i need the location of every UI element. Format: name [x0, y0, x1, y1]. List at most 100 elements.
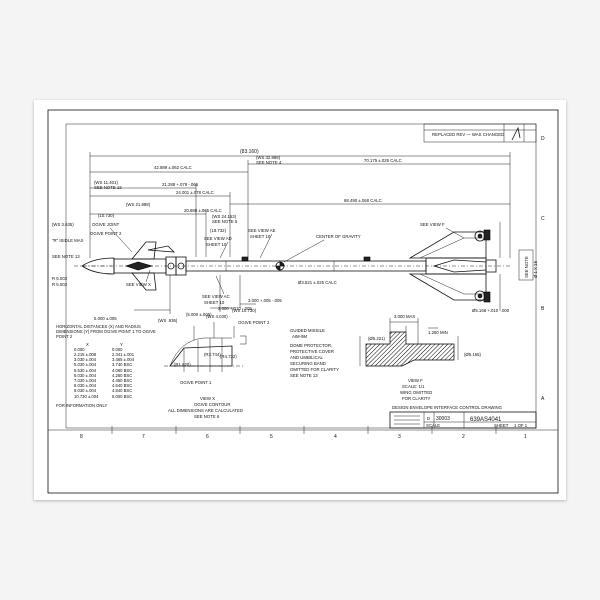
- callout: SEE VIEW X: [126, 282, 151, 287]
- dim-label: Ø5.168 +.010 -.000: [472, 308, 510, 313]
- callout: SEE VIEW AD: [204, 236, 232, 241]
- svg-text:SEE NOTE 13: SEE NOTE 13: [290, 373, 318, 378]
- outer-border: [47, 109, 559, 494]
- side-stamp: SEE NOTE Ø 1 X 15: [518, 249, 538, 281]
- view-x-ogive-contour: [164, 322, 247, 372]
- view-f-title: VIEW F: [408, 378, 423, 383]
- drawing-size: D: [427, 416, 430, 421]
- svg-text:DOME PROTECTOR,: DOME PROTECTOR,: [290, 343, 332, 348]
- launch-lug-front: [241, 256, 249, 262]
- zone-number: 2: [462, 434, 465, 440]
- svg-text:PROTECTIVE COVER: PROTECTIVE COVER: [290, 349, 334, 354]
- view-f-dim4: (Ø5.165): [464, 352, 482, 357]
- table-col-header: Y: [120, 341, 123, 347]
- callout: SEE VIEW AE: [248, 228, 276, 233]
- view-x-r2: (R3.744): [204, 352, 221, 357]
- svg-text:AND UMBILICAL: AND UMBILICAL: [290, 355, 324, 360]
- table-col-header: X: [86, 341, 89, 347]
- callout: (WS 3.635): [52, 222, 74, 227]
- dimension-lines: [89, 152, 511, 314]
- dim-label: (WS 11.401): [94, 180, 118, 185]
- view-x-ws2: (WS 4.030): [206, 314, 228, 319]
- radial-dimension-table: HORIZONTAL DISTANCES (X) AND RADIUS DIME…: [56, 324, 156, 408]
- dim-label: (WS 24.153): [212, 214, 237, 219]
- dim-label: (10.730): [98, 213, 115, 218]
- dim-label: (5.000 ±.005): [186, 312, 212, 317]
- dim-label: 68.490 ±.068 CALC: [344, 198, 382, 203]
- table-intro: HORIZONTAL DISTANCES (X) AND RADIUS DIME…: [56, 324, 156, 340]
- inner-frame: [65, 123, 537, 429]
- dim-label: 5.000 ±.005: [94, 316, 117, 321]
- dim-label: (WS 42.889): [256, 155, 281, 160]
- zone-number: 6: [206, 434, 209, 440]
- view-x-r1: (R1.820): [174, 362, 191, 367]
- view-x-ws3: (WS 10.730): [232, 308, 257, 313]
- zone-letter: C: [541, 216, 545, 222]
- callout: SEE VIEW F: [420, 222, 445, 227]
- drawing-canvas: 8 7 6 5 4 3 2 1 D C B A R: [47, 109, 559, 494]
- sheet-label: SHEET: [494, 423, 509, 428]
- callout: OGIVE JOINT: [92, 222, 120, 227]
- view-f-note2: FOR CLARITY: [402, 396, 431, 401]
- dim-label: SEE NOTE 12: [94, 185, 122, 190]
- svg-text:SECURING BAND: SECURING BAND: [290, 361, 326, 366]
- view-x-r3: (R4.732): [220, 354, 237, 359]
- dim-label: (18.732): [210, 228, 227, 233]
- view-x-pt1: OGIVE POINT 1: [180, 380, 212, 385]
- revision-block: REPLACED REV — WAS CHANGED: [423, 123, 537, 143]
- dim-label: 21.288 +.078 -.065: [162, 182, 199, 187]
- center-of-gravity-symbol: [275, 261, 285, 271]
- drawing-cage: 30003: [436, 416, 450, 422]
- view-f-section: [359, 318, 459, 367]
- view-x-pt2: OGIVE POINT 2: [238, 320, 270, 325]
- view-x-ws1: (WS .936): [158, 318, 178, 323]
- callout: SEE NOTE 13: [52, 254, 80, 259]
- callout: "R" ISIDLE MAX: [52, 238, 84, 243]
- drawing-title: DESIGN ENVELOPE INTERFACE CONTROL DRAWIN…: [392, 405, 503, 410]
- side-note-1: SEE NOTE: [524, 256, 529, 278]
- zone-number: 4: [334, 434, 337, 440]
- dim-label: SEE NOTE 4: [256, 160, 282, 165]
- callout: SEE VIEW AC: [202, 294, 230, 299]
- bottom-zone-ticks: [48, 426, 558, 434]
- view-f-dim3: (Ø5.221): [368, 336, 386, 341]
- view-f-scale: SCALE: 1/1: [402, 384, 425, 389]
- view-f-note1: WING OMITTED: [400, 390, 432, 395]
- view-f-dim2: 1.250 MIN: [428, 330, 448, 335]
- launch-lug-rear: [363, 256, 371, 262]
- leader-lines: [109, 227, 465, 295]
- dim-label: 70.175 ±.025 CALC: [364, 158, 402, 163]
- revision-note: REPLACED REV — WAS CHANGED: [432, 132, 504, 137]
- zone-letter: B: [541, 306, 545, 312]
- view-x-note2: SEE NOTE 6: [194, 414, 220, 419]
- view-f-dim1: 3.000 MAX: [394, 314, 415, 319]
- zone-number: 7: [142, 434, 145, 440]
- dim-label: 2.000 +.010 -.005: [218, 306, 252, 311]
- side-note-2: Ø 1 X 15: [533, 260, 538, 278]
- zone-number: 8: [80, 434, 83, 440]
- callout: R 5.003: [52, 276, 68, 281]
- zone-letter: D: [541, 136, 545, 142]
- dim-label: Ø3.521 ±.025 CALC: [298, 280, 337, 285]
- scale-label: SCALE: [426, 423, 440, 428]
- bottom-zone-numbers: 8 7 6 5 4 3 2 1: [80, 434, 527, 440]
- dim-label: 20.888 ±.065 CALC: [184, 208, 222, 213]
- dim-label: 42.889 ±.062 CALC: [154, 165, 192, 170]
- callout: SHEET 10: [204, 300, 225, 305]
- zone-letter: A: [541, 396, 545, 402]
- zone-number: 3: [398, 434, 401, 440]
- svg-text:OMITTED FOR CLARITY: OMITTED FOR CLARITY: [290, 367, 339, 372]
- callout: CENTER OF GRAVITY: [316, 234, 361, 239]
- callout: R 5.003: [52, 282, 68, 287]
- svg-text:GUIDED MISSILE: GUIDED MISSILE: [290, 328, 325, 333]
- dim-overall-length: (83.160): [240, 149, 259, 155]
- zone-number: 1: [524, 434, 527, 440]
